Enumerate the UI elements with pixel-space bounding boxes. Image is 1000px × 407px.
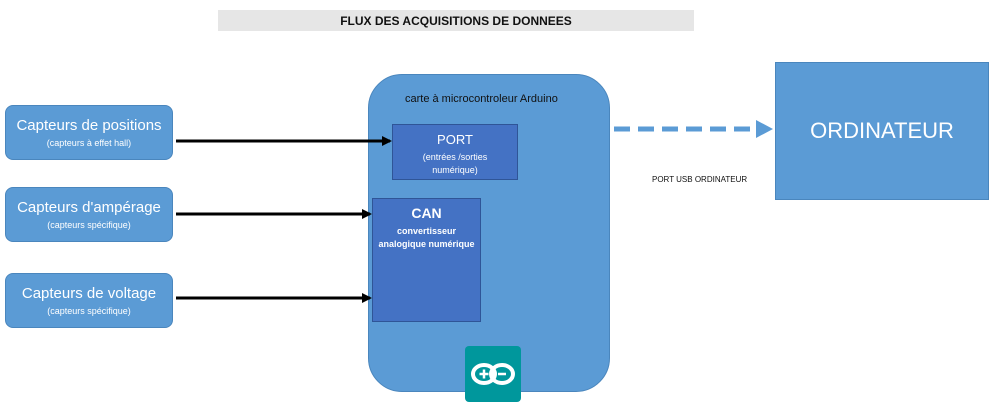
- port-title: PORT: [437, 132, 473, 147]
- dashed-arrow-head: [756, 120, 773, 138]
- can-box: CAN convertisseur analogique numérique: [372, 198, 481, 322]
- arduino-logo-icon: [465, 346, 521, 402]
- arduino-board-label: carte à microcontroleur Arduino: [405, 93, 558, 105]
- usb-port-label: PORT USB ORDINATEUR: [652, 175, 748, 184]
- diagram-title: FLUX DES ACQUISITIONS DE DONNEES: [218, 10, 694, 31]
- can-title: CAN: [411, 205, 442, 221]
- port-line1: (entrées /sorties: [422, 152, 488, 162]
- port-box: PORT (entrées /sorties numérique): [392, 124, 518, 180]
- sensor-label: Capteurs d'ampérage: [17, 198, 161, 216]
- sensor-label: Capteurs de voltage: [21, 284, 157, 302]
- sensor-sublabel: (capteurs spécifique): [47, 305, 131, 316]
- port-line2: numérique): [432, 165, 478, 175]
- sensor-sublabel: (capteurs spécifique): [47, 219, 131, 230]
- can-line2: analogique numérique: [378, 239, 475, 249]
- sensor-box-voltage: Capteurs de voltage (capteurs spécifique…: [5, 273, 173, 328]
- computer-box: ORDINATEUR: [775, 62, 989, 200]
- computer-label: ORDINATEUR: [810, 118, 954, 143]
- can-line1: convertisseur: [396, 226, 457, 236]
- diagram-title-text: FLUX DES ACQUISITIONS DE DONNEES: [340, 13, 572, 28]
- sensor-label: Capteurs de positions: [16, 116, 162, 134]
- sensor-box-amperage: Capteurs d'ampérage (capteurs spécifique…: [5, 187, 173, 242]
- sensor-box-positions: Capteurs de positions (capteurs à effet …: [5, 105, 173, 160]
- sensor-sublabel: (capteurs à effet hall): [46, 137, 132, 148]
